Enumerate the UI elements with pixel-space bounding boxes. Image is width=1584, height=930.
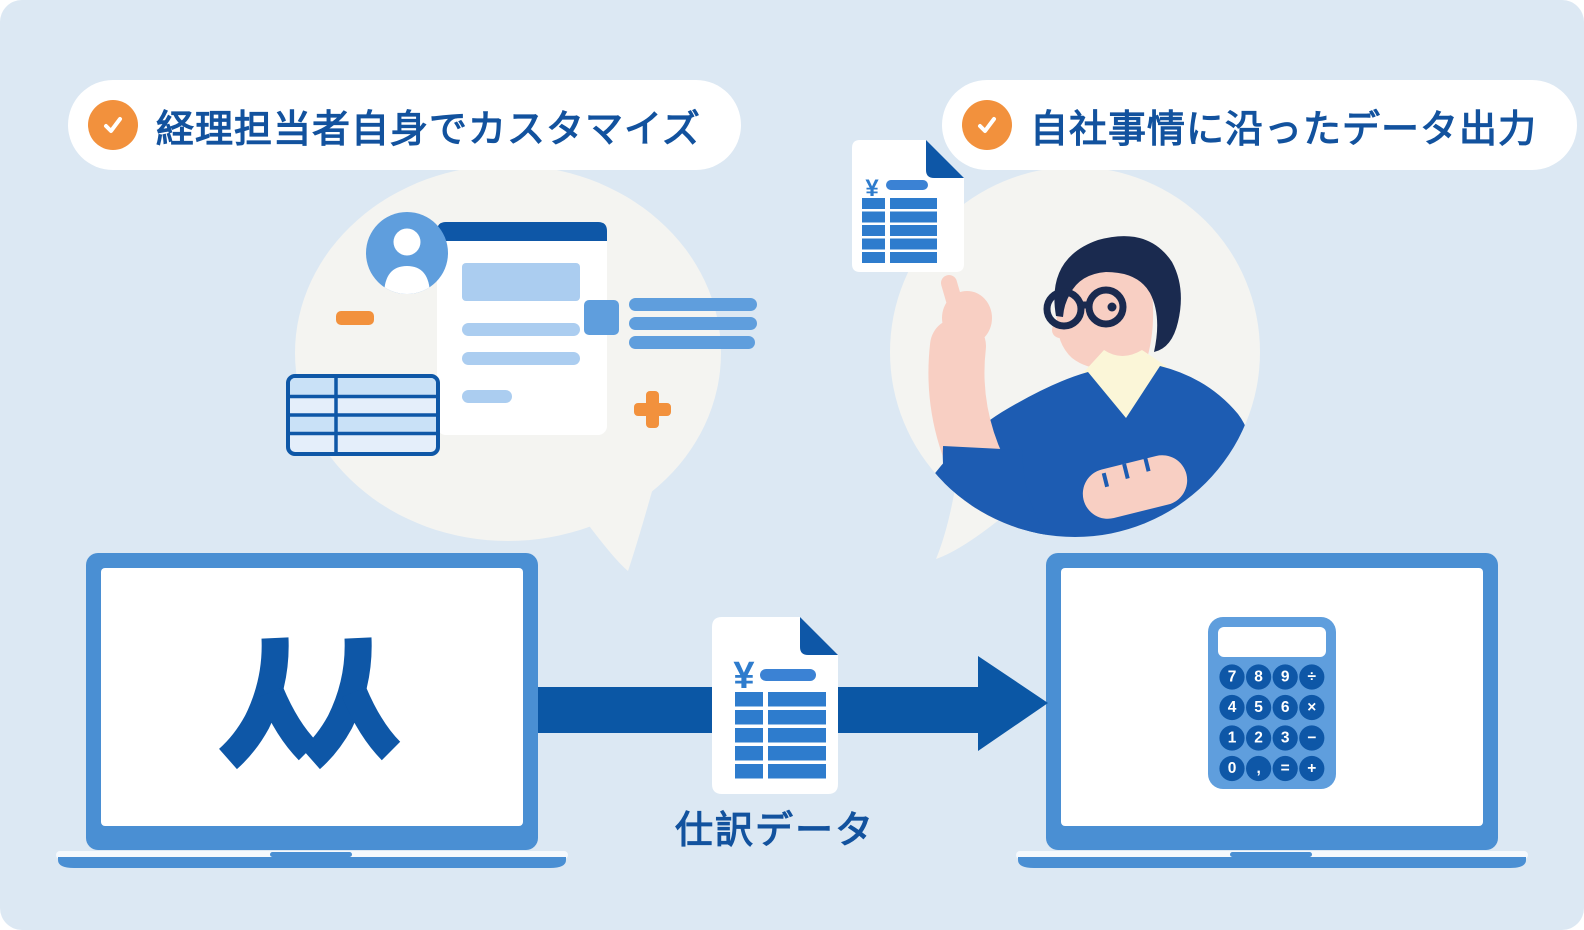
table-icon xyxy=(286,374,440,456)
calc-key: − xyxy=(1307,730,1316,747)
base-bottom xyxy=(1018,857,1526,868)
source-laptop-base xyxy=(56,851,568,868)
list-lines-icon xyxy=(584,298,757,349)
document-title-bar xyxy=(760,669,816,681)
plus-vertical xyxy=(646,391,659,428)
calc-key: 9 xyxy=(1281,669,1290,686)
document-table-rows xyxy=(862,198,937,263)
calc-key: 1 xyxy=(1228,730,1237,747)
calc-key: 3 xyxy=(1281,730,1290,747)
logo-stroke xyxy=(259,686,318,761)
table-grid-lines xyxy=(288,376,438,454)
list-bullet-square xyxy=(584,300,619,335)
yen-symbol: ¥ xyxy=(865,175,879,202)
form-field-line-short xyxy=(462,390,512,403)
yen-symbol: ¥ xyxy=(733,655,754,697)
badge-output-label: 自社事情に沿ったデータ出力 xyxy=(1030,108,1538,151)
pointing-finger xyxy=(941,275,966,322)
calc-key: 5 xyxy=(1254,699,1263,716)
avatar-shoulders xyxy=(384,266,430,294)
calc-key: = xyxy=(1281,760,1290,777)
check-icon xyxy=(962,100,1012,150)
calc-key: × xyxy=(1307,699,1316,716)
calculator-display xyxy=(1218,627,1326,657)
form-field-line xyxy=(462,352,580,365)
source-laptop-screen xyxy=(101,568,523,826)
base-hinge-notch xyxy=(270,852,352,857)
calculator-keys xyxy=(1219,664,1325,782)
minus-icon xyxy=(336,311,374,325)
target-laptop: 7 8 9 ÷ 4 5 6 × 1 2 3 − 0 , = + xyxy=(1016,553,1528,868)
logo-stroke xyxy=(218,637,289,770)
logo-stroke xyxy=(342,686,401,761)
logo-stroke xyxy=(301,637,372,770)
calc-key: 2 xyxy=(1254,730,1263,747)
avatar-head xyxy=(393,228,421,256)
check-glyph xyxy=(104,117,122,133)
document-title-bar xyxy=(886,180,928,190)
left-bubble-tail xyxy=(570,470,658,571)
document-fold-corner xyxy=(926,140,964,178)
table-row xyxy=(290,415,436,434)
chest-hand-fingers xyxy=(1101,456,1151,488)
document-fold-corner xyxy=(800,617,838,655)
accountant-collar xyxy=(1082,350,1166,420)
user-avatar-icon xyxy=(366,212,448,294)
accountant-hair xyxy=(1054,236,1181,352)
accountant-face xyxy=(1056,256,1154,369)
source-laptop xyxy=(56,553,568,868)
chest-hand xyxy=(1082,455,1188,519)
badge-customize-label: 経理担当者自身でカスタマイズ xyxy=(156,108,701,151)
list-line xyxy=(629,298,757,311)
calc-key: 4 xyxy=(1228,699,1237,716)
journal-document-small-icon: ¥ xyxy=(852,140,964,272)
glasses-left-lens xyxy=(1043,288,1085,330)
customization-illustration xyxy=(286,212,757,456)
calculator-key-labels: 7 8 9 ÷ 4 5 6 × 1 2 3 − 0 , = + xyxy=(1228,669,1317,778)
check-icon xyxy=(88,100,138,150)
accountant-eye xyxy=(1107,302,1117,312)
list-line xyxy=(629,317,757,330)
base-bottom xyxy=(58,857,566,868)
calc-key: 8 xyxy=(1254,669,1263,686)
sweater-sleeve xyxy=(942,446,1052,537)
document-table-rows xyxy=(735,692,826,779)
calc-key: 0 xyxy=(1228,760,1237,777)
right-bubble-tail xyxy=(936,470,1005,559)
source-app-logo xyxy=(218,637,401,770)
calc-key: , xyxy=(1256,760,1260,777)
target-laptop-base xyxy=(1016,851,1528,868)
form-card-header xyxy=(437,222,607,241)
form-field-line xyxy=(462,323,580,336)
plus-icon xyxy=(634,391,671,428)
badge-output: 自社事情に沿ったデータ出力 xyxy=(942,80,1578,170)
glasses-icon xyxy=(1043,286,1127,330)
list-line xyxy=(629,336,755,349)
calc-key: 7 xyxy=(1228,669,1237,686)
table-row xyxy=(290,378,436,397)
badge-customize: 経理担当者自身でカスタマイズ xyxy=(68,80,741,170)
calculator-icon: 7 8 9 ÷ 4 5 6 × 1 2 3 − 0 , = + xyxy=(1208,617,1336,789)
check-glyph xyxy=(978,117,996,133)
calc-key: 6 xyxy=(1281,699,1290,716)
base-hinge-notch xyxy=(1230,852,1312,857)
calc-key: ÷ xyxy=(1308,669,1317,686)
form-card xyxy=(437,222,607,435)
chest-hand-palm xyxy=(1082,455,1188,519)
journal-data-label: 仕訳データ xyxy=(674,810,875,852)
calc-key: + xyxy=(1307,760,1316,777)
form-field-block xyxy=(462,263,580,301)
journal-document-icon: ¥ xyxy=(712,617,838,794)
